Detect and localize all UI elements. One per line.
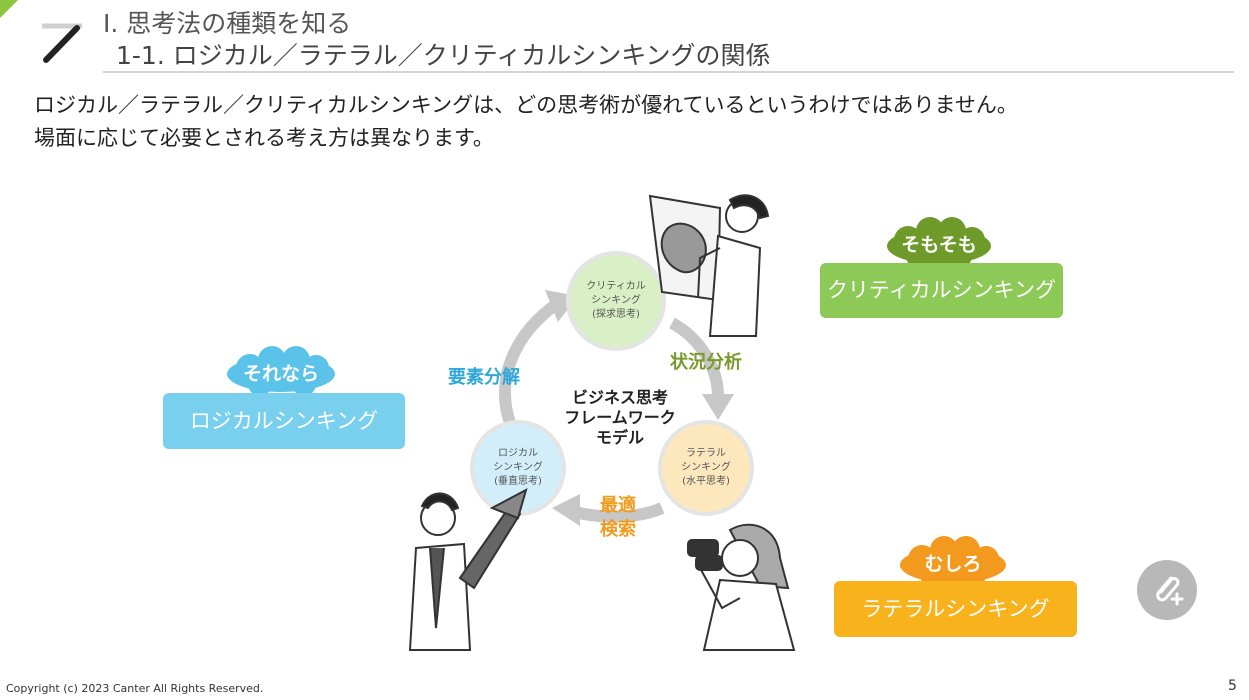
lateral-line-2: シンキング: [681, 462, 731, 473]
critical-thinking-pill: クリティカルシンキング: [820, 263, 1063, 318]
page-number: 5: [1228, 678, 1237, 694]
section-title: I. 思考法の種類を知る: [103, 9, 352, 38]
lateral-cloud-label: むしろ: [924, 553, 982, 575]
logical-line-3: (垂直思考): [494, 476, 542, 487]
center-line-2: フレームワーク: [564, 408, 676, 427]
optimal-line-1: 最適: [600, 495, 636, 516]
cloud-shape-icon: [900, 536, 1006, 587]
critical-cloud-tag: そもそも: [880, 216, 998, 270]
lateral-cloud-tag: むしろ: [893, 535, 1013, 589]
critical-cloud-label: そもそも: [901, 234, 977, 256]
center-line-3: モデル: [595, 428, 644, 447]
slide-title: 1-1. ロジカル／ラテラル／クリティカルシンキングの関係: [116, 41, 771, 70]
critical-line-1: クリティカル: [586, 281, 646, 292]
thinking-framework-diagram: クリティカル シンキング (探求思考) ロジカル シンキング (垂直思考) ラテ…: [400, 188, 810, 660]
lateral-circle: [658, 420, 754, 516]
attach-button[interactable]: [1137, 560, 1197, 620]
lead-line-2: 場面に応じて必要とされる考え方は異なります。: [34, 126, 494, 150]
lead-line-1: ロジカル／ラテラル／クリティカルシンキングは、どの思考術が優れているというわけで…: [34, 93, 1018, 117]
situation-analysis-label: 状況分析: [670, 352, 742, 373]
logical-thinking-pill: ロジカルシンキング: [163, 393, 405, 449]
optimal-line-2: 検索: [600, 519, 636, 540]
diagram-artwork: [408, 194, 796, 651]
critical-circle-text: クリティカル シンキング (探求思考): [572, 280, 660, 322]
critical-line-3: (探求思考): [592, 309, 640, 320]
arrow-logical-to-critical: [499, 298, 562, 425]
logical-line-2: シンキング: [493, 462, 543, 473]
logical-circle-text: ロジカル シンキング (垂直思考): [474, 447, 562, 489]
person-binoculars-illustration: [687, 523, 796, 651]
framework-center-label: ビジネス思考 フレームワーク モデル: [560, 388, 680, 448]
critical-line-2: シンキング: [591, 295, 641, 306]
lateral-line-3: (水平思考): [682, 476, 730, 487]
lead-text: ロジカル／ラテラル／クリティカルシンキングは、どの思考術が優れているというわけで…: [34, 89, 1018, 155]
decompose-label: 要素分解: [448, 367, 520, 388]
logical-cloud-label: それなら: [242, 363, 319, 385]
copyright-text: Copyright (c) 2023 Canter All Rights Res…: [6, 682, 264, 695]
logical-line-1: ロジカル: [498, 448, 538, 459]
optimal-search-label: 最適 検索: [600, 494, 636, 542]
critical-circle: [566, 251, 666, 351]
lateral-circle-text: ラテラル シンキング (水平思考): [662, 447, 750, 489]
brand-logo-icon: [22, 8, 92, 74]
person-drill-illustration: [408, 488, 528, 651]
arrowhead-lateral: [702, 394, 734, 420]
arrow-critical-to-lateral: [668, 317, 724, 397]
logical-cloud-tag: それなら: [220, 346, 342, 398]
cloud-shape-icon: [887, 217, 991, 268]
title-divider: [103, 71, 1234, 73]
paperclip-add-icon: [1156, 576, 1184, 606]
center-line-1: ビジネス思考: [571, 388, 668, 407]
cloud-shape-icon: [227, 346, 335, 396]
arrowhead-logical: [552, 494, 580, 526]
corner-accent: [0, 0, 18, 18]
lateral-thinking-pill: ラテラルシンキング: [834, 581, 1077, 637]
person-map-illustration: [648, 194, 770, 337]
lateral-line-1: ラテラル: [686, 448, 726, 459]
